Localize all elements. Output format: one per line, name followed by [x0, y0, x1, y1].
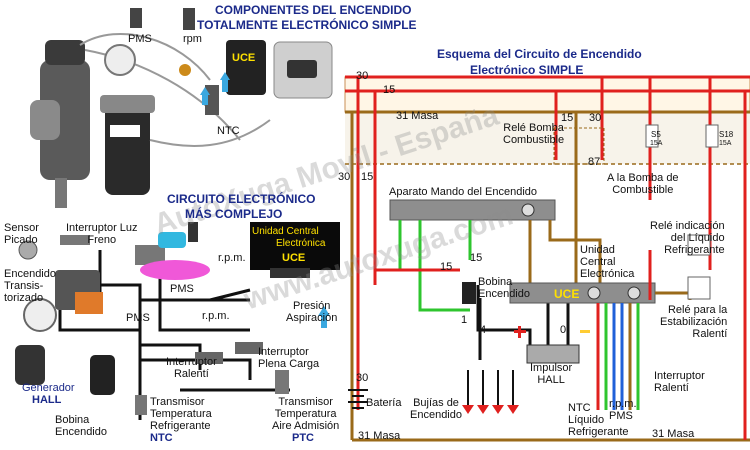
- gauge: [23, 298, 57, 332]
- label-presion-aspiracion: Presión Aspiración: [286, 300, 338, 324]
- uce-box-line2: Electrónica: [276, 238, 326, 249]
- complex-title-2: MÁS COMPLEJO: [185, 207, 283, 221]
- distributor-small: [15, 345, 45, 385]
- fuse-s5: S5: [651, 130, 661, 139]
- blue-arrows: [200, 72, 230, 105]
- flywheel: [135, 222, 210, 280]
- bateria-label: Batería: [366, 397, 402, 409]
- label-rpm-top: rpm: [183, 33, 202, 45]
- uce-module-top: [226, 40, 333, 99]
- bobina-15b: 15: [470, 252, 483, 264]
- label-hall: HALL: [32, 394, 62, 406]
- components-title-2: TOTALMENTE ELECTRÓNICO SIMPLE: [197, 18, 417, 32]
- bottom-31-masa-right: 31 Masa: [652, 428, 695, 440]
- ntc-liquido-label: NTC Líquido Refrigerante: [568, 402, 629, 438]
- bobina-4: 4: [480, 324, 487, 336]
- bat-30-label: 30: [356, 372, 369, 384]
- zero-label: 0: [560, 324, 567, 336]
- label-generador: Generador: [22, 382, 75, 394]
- fuses: [645, 124, 719, 148]
- fuse-s18: S18: [719, 130, 734, 139]
- label-ptc: PTC: [292, 432, 314, 444]
- rail-31-label: 31 Masa: [396, 110, 439, 122]
- label-ntc-top: NTC: [217, 125, 240, 137]
- bobina-1: 1: [461, 314, 468, 326]
- uce-box-complex: [250, 222, 340, 278]
- rele-15: 15: [561, 112, 574, 124]
- label-uce-top: UCE: [232, 52, 256, 64]
- label-pms-complex-left: PMS: [126, 312, 150, 324]
- impulsor-hall-label: Impulsor HALL: [530, 362, 573, 386]
- pms-sensor-top: [104, 8, 219, 115]
- control-wires: [375, 220, 602, 360]
- distributor-illustration: [30, 40, 90, 208]
- label-ntc-left: NTC: [150, 432, 173, 444]
- bottom-31-masa-left: 31 Masa: [358, 430, 401, 442]
- rele-estabilizacion-label: Relé para la Estabilización Ralentí: [660, 304, 728, 340]
- pressure-arrow: [318, 306, 330, 328]
- label-interruptor-luz-freno: Interruptor Luz Freno: [66, 222, 138, 246]
- knock-sensor: [18, 240, 38, 260]
- uce-label: UCE: [554, 287, 580, 301]
- label-pms-top: PMS: [128, 33, 152, 45]
- right-relays: [687, 234, 711, 300]
- fuse-s5-amp: 15A: [650, 140, 663, 147]
- brake-switch: [60, 235, 90, 245]
- coil-small: [90, 355, 115, 395]
- uce-box-line1: Unidad Central: [252, 226, 319, 237]
- rail-30-label: 30: [356, 70, 369, 82]
- bujias-label: Bujías de Encendido: [410, 397, 462, 421]
- ntc-sensor: [135, 395, 147, 415]
- spark-plugs: [462, 370, 519, 414]
- bomba-combustible-label: A la Bomba de Combustible: [607, 172, 679, 196]
- relay-pump: [553, 127, 605, 165]
- unidad-central-label: Unidad Central Electrónica: [580, 244, 635, 280]
- rele-liquido-label: Relé indicación del Líquido Refrigerante: [650, 220, 725, 256]
- label-rpm-complex-top: r.p.m.: [218, 252, 246, 264]
- impulsor-hall-box: [526, 344, 580, 364]
- label-transmisor-temp-refrigerante: Transmisor Temperatura Refrigerante: [150, 396, 212, 432]
- left-15: 15: [361, 171, 374, 183]
- schematic-title-2: Electrónico SIMPLE: [470, 63, 584, 77]
- rail-15-label: 15: [383, 84, 396, 96]
- aparato-mando-box: [389, 199, 556, 221]
- left-30: 30: [338, 171, 351, 183]
- uce-box-line3: UCE: [282, 252, 306, 264]
- rele-87: 87: [588, 156, 601, 168]
- label-interruptor-ralenti-left: Interruptor Ralentí: [166, 356, 217, 380]
- label-interruptor-plena-carga: Interruptor Plena Carga: [258, 346, 320, 370]
- interruptor-ralenti-right-label: Interruptor Ralentí: [654, 370, 705, 394]
- label-sensor-picado: Sensor Picado: [4, 222, 39, 246]
- bottom-ground-rail: [352, 91, 750, 442]
- schematic-title-1: Esquema del Circuito de Encendido: [437, 47, 642, 61]
- plug-wires: [79, 32, 271, 147]
- label-encendido-transistorizado: Encendido Transis- torizado: [4, 268, 56, 304]
- relays-bottom: [195, 342, 263, 364]
- uce-module: [509, 282, 656, 304]
- battery-symbol: [348, 389, 368, 409]
- module-transistor: [55, 270, 103, 314]
- complex-title-1: CIRCUITO ELECTRÓNICO: [167, 192, 316, 206]
- rele-bomba-label: Relé Bomba Combustible: [503, 122, 565, 146]
- aparato-mando-label: Aparato Mando del Encendido: [389, 186, 537, 198]
- bobina-encendido-label: Bobina Encendido: [478, 276, 530, 300]
- bobina-15a: 15: [440, 261, 453, 273]
- fuse-s18-amp: 15A: [719, 140, 732, 147]
- bobina-box: [462, 282, 476, 304]
- plus-symbol: [514, 326, 590, 338]
- label-rpm-complex-mid: r.p.m.: [202, 310, 230, 322]
- label-pms-complex-mid: PMS: [170, 283, 194, 295]
- bus-rails: [345, 75, 750, 165]
- air-sensor: [275, 370, 289, 394]
- rpm-pms-label: r.p.m. PMS: [609, 398, 637, 422]
- rele-30: 30: [589, 112, 602, 124]
- components-title-1: COMPONENTES DEL ENCENDIDO: [215, 3, 412, 17]
- label-transmisor-temp-aire: Transmisor Temperatura Aire Admisión: [272, 396, 340, 432]
- coil-illustration: [100, 95, 155, 195]
- schematic-background: [344, 76, 750, 164]
- label-bobina-encendido-left: Bobina Encendido: [55, 414, 107, 438]
